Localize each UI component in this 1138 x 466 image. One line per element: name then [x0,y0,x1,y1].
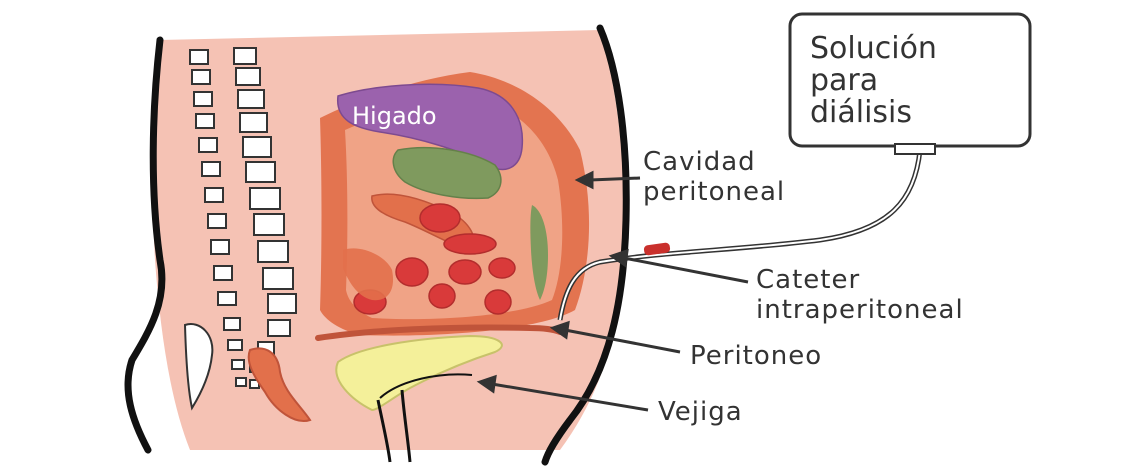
bag-label-line3: diálisis [810,95,912,130]
bag-port [895,144,935,154]
cavity-label-line2: peritoneal [643,177,785,207]
bladder-label: Vejiga [658,397,743,427]
bag-label-line1: Solución [810,31,937,66]
peritoneum-label: Peritoneo [690,341,822,371]
back-outline [128,40,162,450]
catheter-label-line1: Cateter [756,265,860,295]
bag-label-line2: para [810,63,878,98]
catheter-label-line2: intraperitoneal [756,295,964,325]
cavity-label-line1: Cavidad [643,147,756,177]
liver-label: Higado [352,102,437,130]
